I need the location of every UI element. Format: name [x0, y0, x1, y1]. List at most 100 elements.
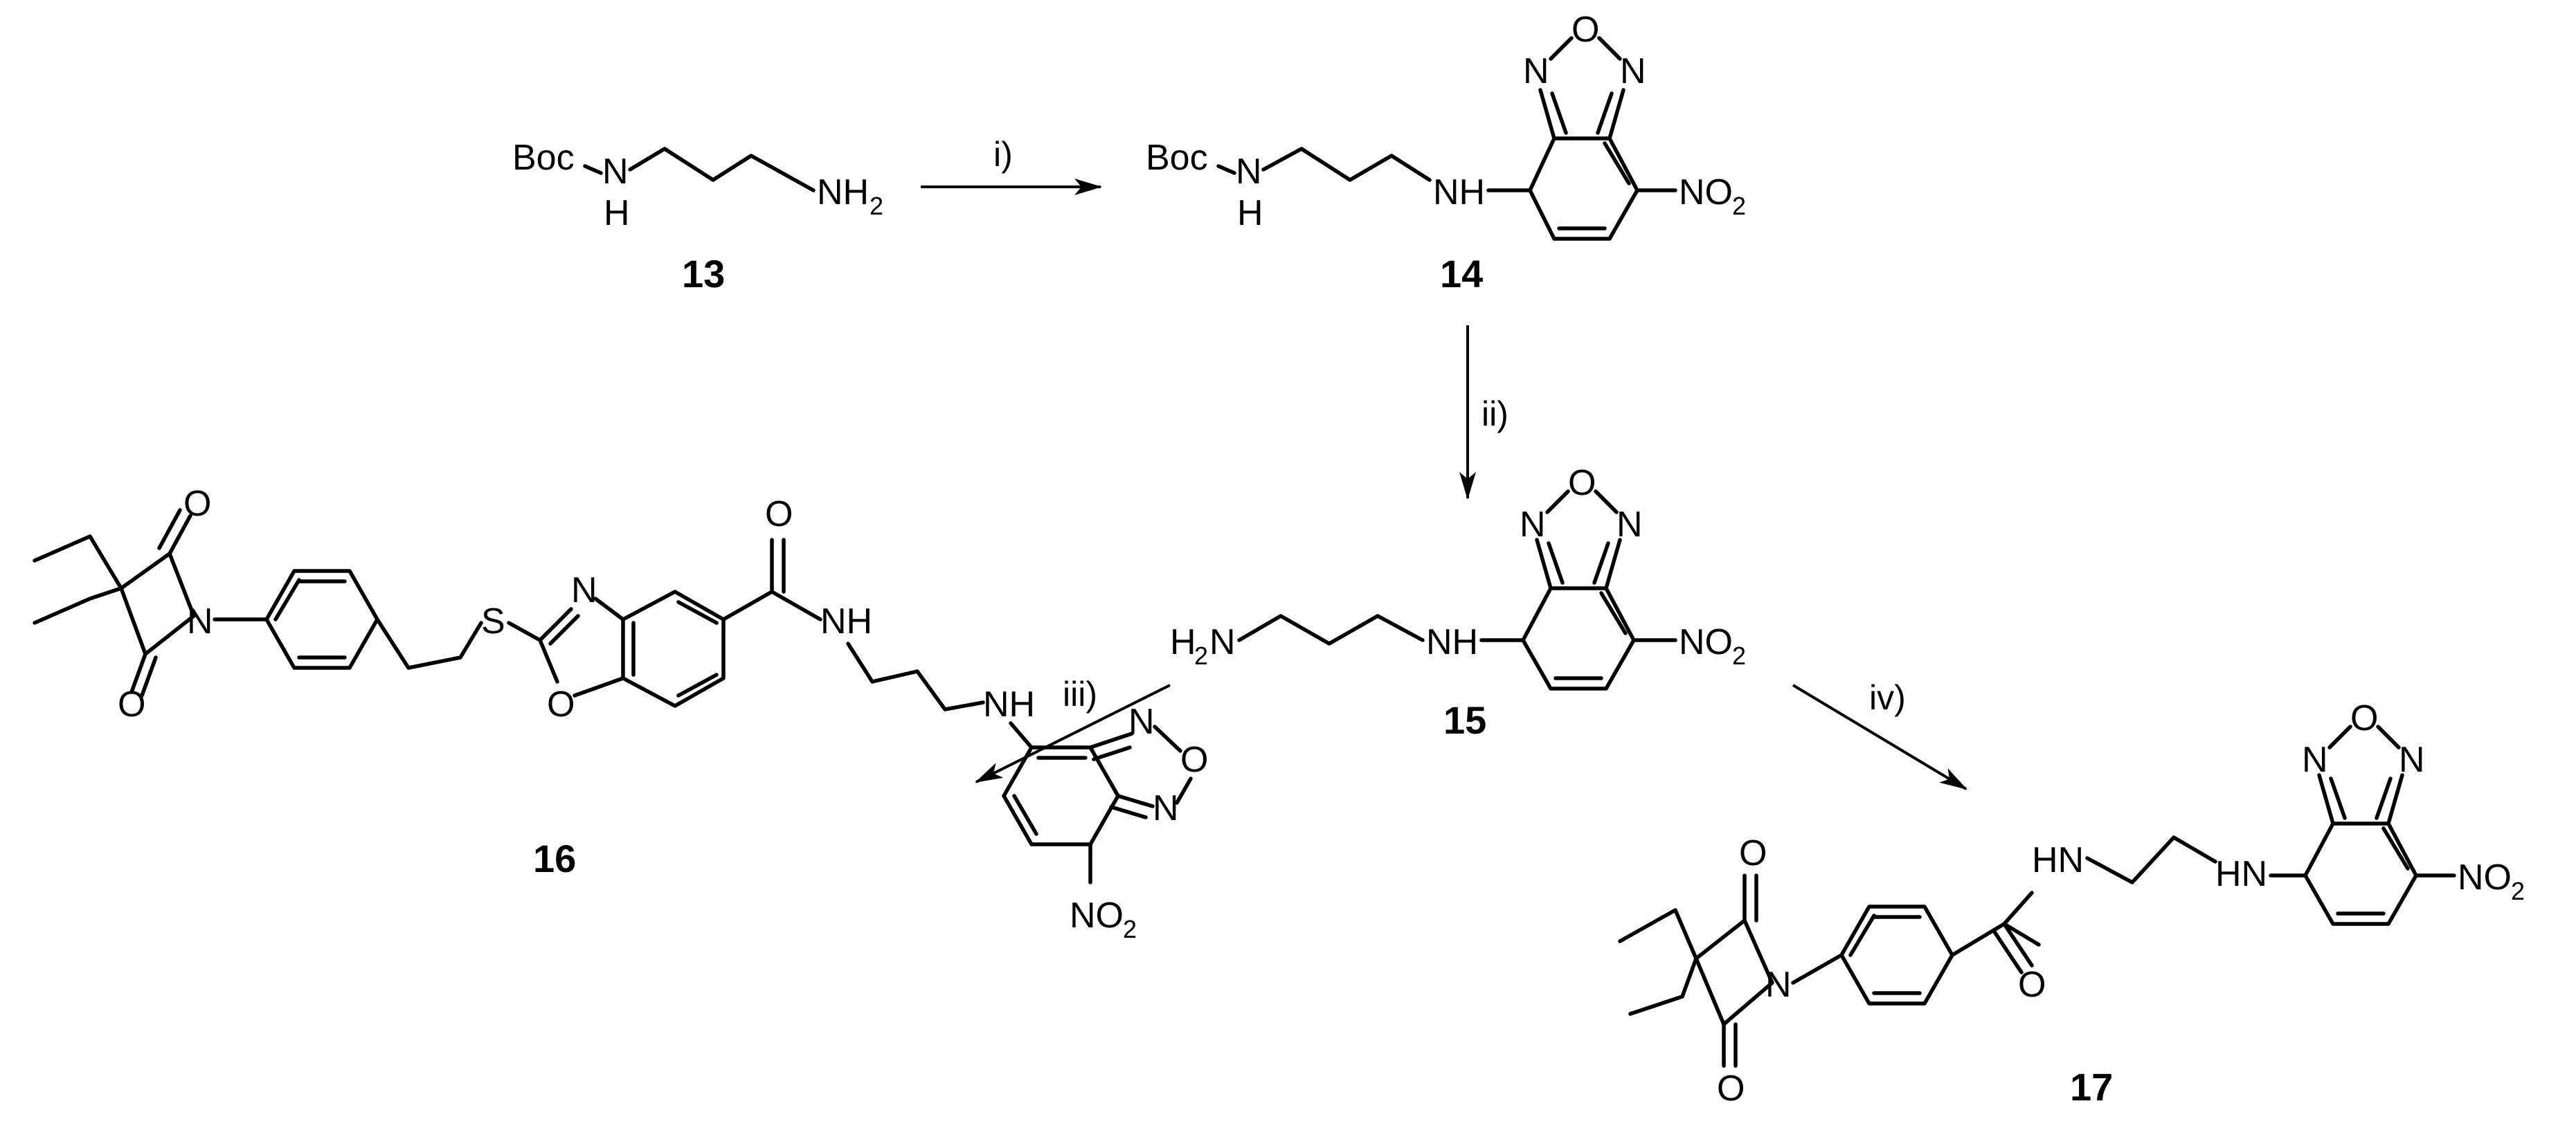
atom-nh: NH	[1426, 622, 1478, 662]
bond	[1153, 725, 1182, 753]
reagent-label-ii: ii)	[1481, 394, 1508, 433]
double-bond	[1599, 591, 1628, 635]
compound-label-13: 13	[682, 252, 725, 296]
compound-14-structure: Boc N H NH N N O NO 2	[1146, 10, 1746, 241]
subscript-2: 2	[1732, 192, 1746, 220]
bond	[1535, 538, 1553, 590]
atom-hn: HN	[2215, 854, 2267, 894]
bond	[2002, 891, 2034, 926]
bond	[1175, 777, 1193, 805]
double-bond	[1592, 541, 1610, 585]
reaction-arrow-iii	[975, 684, 1171, 783]
double-bond	[1109, 805, 1148, 819]
subscript-2: 2	[1732, 642, 1746, 670]
double-bond	[1596, 91, 1614, 135]
bond	[1607, 88, 1625, 140]
carbon-chain	[846, 642, 985, 711]
carbonyl-bond	[1992, 929, 2024, 974]
bond	[1116, 794, 1155, 808]
compound-17-structure: O O N O HN HN N N O NO 2	[1618, 698, 2525, 1109]
double-bond	[273, 578, 301, 621]
atom-no2: NO	[1070, 896, 1124, 936]
azetidinedione-ring	[119, 552, 196, 656]
carbonyl-bond	[140, 655, 158, 698]
bond	[770, 590, 822, 621]
benzene-ring	[1528, 136, 1639, 241]
atom-n: N	[1765, 965, 1792, 1005]
atom-boc: Boc	[512, 138, 575, 178]
atom-n: N	[1616, 505, 1643, 545]
benzene-ring	[1521, 586, 1636, 691]
double-bond	[1012, 794, 1038, 836]
atom-o: O	[1717, 1069, 1745, 1109]
atom-h2n: H	[1170, 622, 1196, 662]
bond	[1597, 36, 1622, 61]
reagent-label-i: i)	[993, 135, 1013, 174]
double-bond	[1092, 745, 1132, 761]
atom-no2: NO	[2458, 857, 2512, 898]
double-bond	[1603, 141, 1631, 185]
benzene-ring	[264, 569, 379, 670]
atom-h: H	[1237, 193, 1263, 233]
compound-label-16: 16	[533, 837, 576, 880]
bond	[507, 621, 542, 642]
bond	[538, 638, 559, 684]
compound-label-17: 17	[2070, 1065, 2113, 1109]
bond	[1538, 88, 1556, 140]
atom-o: O	[1739, 833, 1767, 873]
reaction-arrow-iv	[1792, 684, 1967, 790]
subscript-2: 2	[1123, 915, 1137, 943]
bond	[1604, 538, 1622, 590]
atom-o: O	[183, 484, 211, 524]
atom-nh: NH	[820, 601, 872, 642]
ethyl-group	[1618, 908, 1698, 961]
double-bond	[676, 600, 719, 625]
atom-nh2: NH	[817, 172, 869, 212]
carbon-chain	[1261, 147, 1432, 182]
benzene-ring	[1839, 905, 1954, 1006]
benzene-ring	[621, 590, 726, 708]
bond	[593, 597, 625, 621]
atom-n: N	[2399, 740, 2425, 780]
compound-13-structure: Boc N H NH 2	[512, 138, 883, 233]
bond	[1549, 36, 1574, 61]
bond	[2317, 773, 2335, 826]
bond	[1791, 953, 1844, 985]
double-bond	[2375, 777, 2393, 820]
atom-boc: Boc	[1146, 138, 1208, 178]
bond	[1594, 489, 1619, 514]
double-bond	[1848, 914, 1876, 957]
carbon-chain	[1237, 614, 1425, 646]
carbon-chain	[628, 147, 816, 192]
atom-n: N	[187, 601, 213, 642]
azetidinedione-ring	[1694, 918, 1774, 1026]
atom-no2: NO	[1679, 622, 1733, 662]
carbon-chain	[2085, 835, 2217, 884]
bond	[1216, 164, 1236, 175]
subscript-2: 2	[870, 192, 883, 220]
double-bond	[2381, 826, 2410, 871]
atom-o: O	[2350, 698, 2378, 738]
bond	[538, 607, 573, 642]
double-bond	[676, 673, 719, 698]
carbonyl-bond	[168, 514, 192, 556]
compound-16-structure: O O N S N O O NH NH	[33, 484, 1208, 943]
atom-no2: NO	[1679, 172, 1733, 212]
atom-n: N	[1620, 51, 1646, 91]
bond	[721, 590, 774, 621]
atom-n: N	[1523, 51, 1549, 91]
bond	[1088, 732, 1134, 750]
atom-n: N	[1236, 152, 1262, 192]
compound-label-14: 14	[1440, 252, 1483, 296]
atom-n: N	[602, 152, 629, 192]
carbonyl-bond	[129, 652, 147, 694]
atom-n: N	[1153, 788, 1179, 828]
compound-15-structure: H 2 N NH N N O NO 2	[1170, 463, 1746, 691]
bond	[2327, 725, 2352, 750]
atom-nh: NH	[1433, 172, 1485, 212]
reagent-label-iv: iv)	[1869, 678, 1906, 717]
atom-h: H	[604, 193, 630, 233]
bond	[1009, 721, 1034, 750]
atom-o: O	[1180, 740, 1208, 780]
